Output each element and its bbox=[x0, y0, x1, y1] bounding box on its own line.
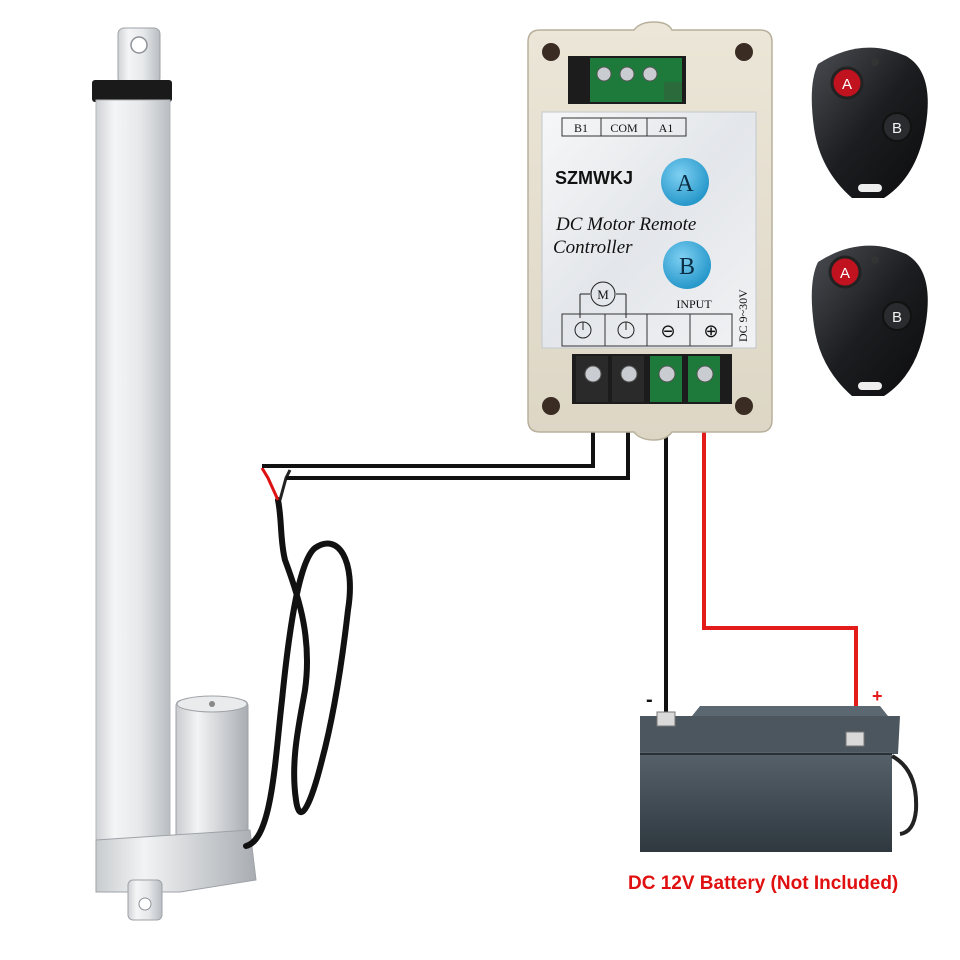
actuator-gearbox bbox=[96, 830, 256, 892]
brand-label: SZMWKJ bbox=[555, 168, 633, 188]
remote-1-button-a-label: A bbox=[842, 76, 852, 93]
controller-button-a[interactable]: A bbox=[661, 158, 709, 206]
battery-plus-label: + bbox=[872, 686, 883, 706]
remote-2-button-a-label: A bbox=[840, 265, 850, 282]
terminal-label-b1: B1 bbox=[574, 121, 588, 135]
controller-button-b-label: B bbox=[679, 254, 695, 280]
controller-title-line1: DC Motor Remote bbox=[555, 214, 696, 235]
mount-hole bbox=[735, 43, 753, 61]
terminal-label-a1: A1 bbox=[659, 121, 674, 135]
remote-2-button-b[interactable]: B bbox=[883, 302, 911, 330]
actuator-black-lead bbox=[280, 470, 290, 500]
actuator-tube bbox=[96, 100, 170, 870]
battery-terminal-negative bbox=[657, 712, 675, 726]
actuator-rod-end-top bbox=[118, 28, 160, 84]
actuator-red-lead bbox=[262, 468, 278, 500]
polarity-plus-label: ⊕ bbox=[703, 321, 718, 341]
top-terminal-block bbox=[568, 56, 686, 104]
remote-2-button-b-label: B bbox=[892, 309, 902, 326]
remote-1-button-a[interactable]: A bbox=[832, 68, 862, 98]
battery-handle bbox=[892, 756, 916, 834]
terminal-label-com: COM bbox=[610, 121, 638, 135]
controller-button-a-label: A bbox=[676, 171, 694, 197]
remote-1-button-b-label: B bbox=[892, 120, 902, 137]
input-label: INPUT bbox=[676, 297, 712, 311]
linear-actuator bbox=[92, 28, 350, 920]
remote-2-button-a[interactable]: A bbox=[830, 257, 860, 287]
remote-icon-2: A B bbox=[812, 246, 928, 396]
actuator-motor-icon bbox=[176, 696, 248, 840]
mount-hole bbox=[542, 397, 560, 415]
actuator-collar bbox=[92, 80, 172, 102]
mount-hole bbox=[542, 43, 560, 61]
motor-symbol-label: M bbox=[597, 287, 609, 302]
battery-caption: DC 12V Battery (Not Included) bbox=[628, 873, 898, 894]
battery-icon: - + bbox=[640, 686, 916, 852]
voltage-label: DC 9~30V bbox=[736, 289, 750, 342]
battery-terminal-positive bbox=[846, 732, 864, 746]
terminal-label-row: B1 COM A1 bbox=[562, 118, 686, 136]
remote-1-button-b[interactable]: B bbox=[883, 113, 911, 141]
actuator-cable bbox=[246, 500, 350, 846]
bottom-terminal-block bbox=[572, 354, 732, 404]
actuator-rod-end-bottom bbox=[128, 880, 162, 920]
polarity-minus-label: ⊖ bbox=[660, 321, 675, 341]
mount-hole bbox=[735, 397, 753, 415]
controller-icon: B1 COM A1 SZMWKJ A DC Motor Remote Contr… bbox=[528, 22, 772, 440]
controller-button-b[interactable]: B bbox=[663, 241, 711, 289]
controller-title-line2: Controller bbox=[553, 237, 633, 258]
battery-body bbox=[640, 752, 892, 852]
remote-icon-1: A B bbox=[812, 48, 928, 198]
battery-minus-label: - bbox=[646, 689, 653, 711]
